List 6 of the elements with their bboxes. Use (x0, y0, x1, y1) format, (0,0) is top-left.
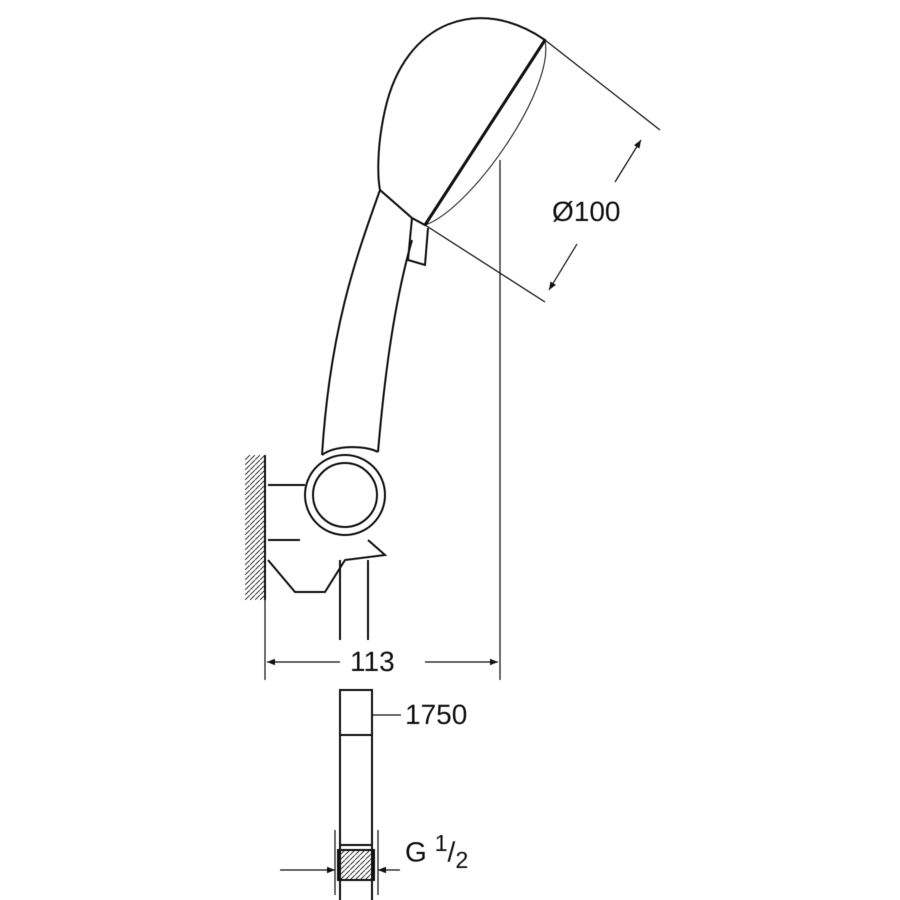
diameter-text: Ø100 (552, 198, 620, 226)
dimension-text: 113 (350, 648, 395, 676)
thread-size-text: G $^{1}$/$_{2}$ (405, 832, 468, 872)
dimension-text: 1750 (405, 701, 468, 729)
leader-line (372, 714, 401, 716)
hose-drawing (339, 689, 373, 846)
